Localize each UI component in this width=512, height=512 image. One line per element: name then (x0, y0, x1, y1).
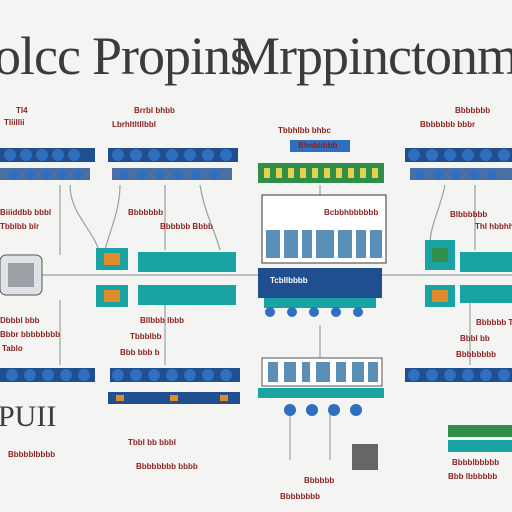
label: Bbbbbbbb (456, 350, 496, 359)
label: Bbb bbb b (120, 348, 160, 357)
teal-strip (138, 285, 236, 305)
bank-row (405, 148, 512, 162)
chip-core (432, 248, 448, 262)
header-chip (290, 140, 350, 152)
bottom-center-stack (258, 357, 384, 470)
processor-die (8, 263, 34, 287)
label: Bbbbbbb bbbr (420, 120, 476, 129)
wire (199, 184, 221, 251)
top-right-bank (405, 148, 512, 180)
label: Tbbhlbb bhbc (278, 126, 331, 135)
bus-block (258, 268, 382, 298)
label: Bbbbbbbb bbbb (136, 462, 198, 471)
title-part-2: Propins (92, 26, 251, 86)
title-part-1: olcc (0, 26, 81, 86)
left-mid-chips (0, 248, 236, 307)
label: Bbbblbbbbb (452, 458, 500, 467)
bus-label: Tcbllbbbb (270, 276, 308, 285)
label: Thl hbbhh (475, 222, 512, 231)
label: Tbbl bb bbbl (128, 438, 176, 447)
bottom-left-large-text: PUII (0, 400, 57, 433)
node-dots (4, 149, 83, 180)
diagram-title: olcc Propins Mrppinctonmo (0, 26, 512, 86)
label: TI4 (16, 106, 28, 115)
bus-underbar (264, 298, 376, 308)
chip-core (104, 290, 120, 302)
label: Bbbbbbbb (280, 492, 320, 501)
node-dots (112, 149, 232, 180)
wire (69, 184, 101, 256)
label: Bbbbblbbbb (8, 450, 56, 459)
label: Tbbblbb (130, 332, 162, 341)
label: Bbbbbbb (455, 106, 491, 115)
label: Bbbbbb Bbbb (160, 222, 213, 231)
connector-lines (0, 184, 512, 460)
label: Blmbbbbb (298, 141, 338, 150)
teal-strip (460, 252, 512, 272)
bottom-center-bank (108, 368, 240, 404)
dark-block (352, 444, 378, 470)
teal-strip (138, 252, 236, 272)
bottom-left-bank (0, 368, 95, 382)
label: Bbbbbb Tblbb (476, 318, 512, 327)
label: Bcbbhbbbbbb (324, 208, 379, 217)
label: Bbbr bbbbbbbb (0, 330, 60, 339)
label: Bbb lbbbbbb (448, 472, 498, 481)
label: Bbbbbb (304, 476, 335, 485)
green-bar (448, 425, 512, 437)
label: Biiiddbb bbbl (0, 208, 52, 217)
right-mid-chips (425, 240, 512, 307)
label: Blbbbbbb (450, 210, 488, 219)
label: Bbbl bb (460, 334, 490, 343)
memory-cells (266, 230, 382, 258)
wire (104, 184, 121, 251)
label: Tliillii (4, 118, 25, 127)
center-bus-module (258, 268, 382, 317)
teal-strip (460, 285, 512, 303)
label: Tablo (2, 344, 23, 353)
title-part-3: Mrppinctonmo (232, 26, 512, 86)
top-left-bank (0, 148, 95, 180)
stack-underbar (258, 388, 384, 398)
label: Bllbbb lbbb (140, 316, 184, 325)
teal-bar (448, 440, 512, 452)
label: Tbblbb blr (0, 222, 40, 231)
chip-core (104, 253, 120, 265)
label: Bbbbbbb (128, 208, 164, 217)
center-top-module (258, 140, 387, 264)
label: Brrbl bhbb (134, 106, 175, 115)
chip-core (432, 290, 448, 302)
wire (429, 184, 446, 246)
label: Lbrhltltllbbl (112, 120, 156, 129)
bottom-right-bank (405, 368, 512, 452)
label: Dbbbl bbb (0, 316, 40, 325)
bank-row (405, 368, 512, 382)
top-center-bank (108, 148, 238, 180)
node-dots (408, 149, 510, 180)
